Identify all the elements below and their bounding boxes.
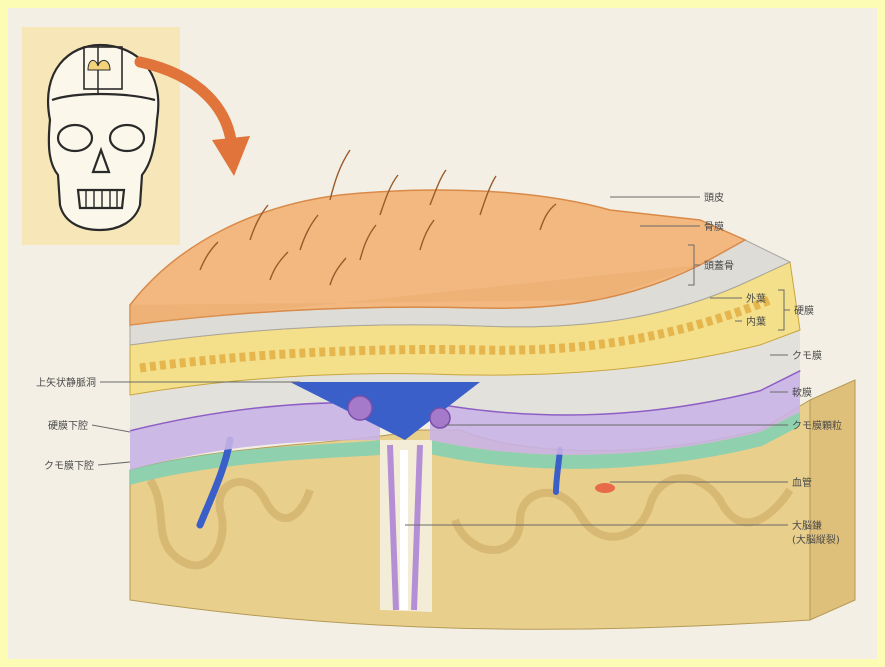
label-pia: 軟膜	[792, 386, 812, 399]
label-periosteum: 骨膜	[704, 221, 724, 233]
label-vein: 血管	[792, 476, 812, 489]
label-falx: 大脳鎌	[792, 519, 822, 532]
label-arachnoid-granulation: クモ膜顆粒	[792, 419, 842, 432]
label-falx-sub: (大脳縦裂)	[792, 533, 840, 546]
granulation-left	[348, 396, 372, 420]
label-arachnoid: クモ膜	[792, 350, 822, 362]
label-outer-layer: 外葉	[746, 292, 766, 305]
label-dura: 硬膜	[794, 305, 814, 317]
label-inner-layer: 内葉	[746, 315, 766, 328]
skull-inset	[22, 27, 180, 245]
label-subarachnoid-space: クモ膜下腔	[44, 459, 94, 472]
label-subdural-space: 硬膜下腔	[48, 419, 88, 432]
label-skull: 頭蓋骨	[704, 260, 734, 272]
label-scalp: 頭皮	[704, 191, 724, 204]
label-superior-sagittal-sinus: 上矢状静脈洞	[36, 376, 96, 389]
